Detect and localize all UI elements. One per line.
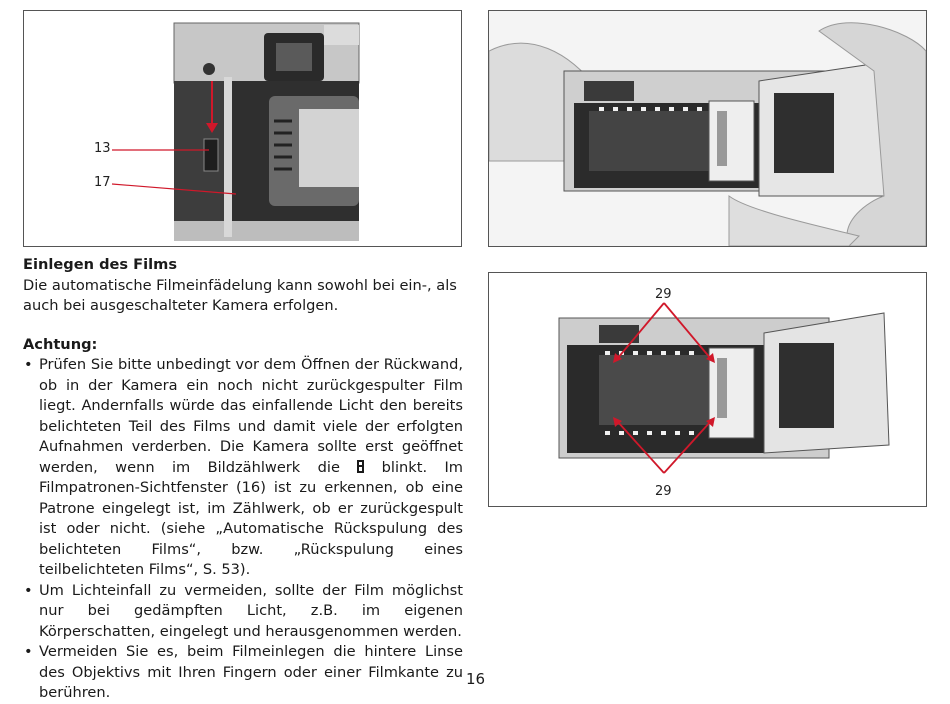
figure-film-leader-diagram: 29 29 [488, 272, 927, 507]
callout-29-top: 29 [655, 287, 672, 302]
callout-13: 13 [94, 141, 111, 156]
body-text: Einlegen des Films Die automatische Film… [23, 255, 463, 704]
film-loading-photo [489, 11, 926, 246]
section-heading: Einlegen des Films [23, 256, 178, 273]
warning-bullet-2: Um Lichteinfall zu vermeiden, sollte der… [23, 581, 463, 643]
film-leader-illustration [558, 302, 890, 474]
callout-29-bottom: 29 [655, 484, 672, 499]
intro-paragraph: Die automatische Filmeinfädelung kann so… [23, 276, 457, 315]
figure-camera-side: 13 17 [23, 10, 462, 247]
callout-17: 17 [94, 175, 111, 190]
blinking-counter-icon [357, 459, 365, 473]
bullet-1-part-b: blinkt. Im Filmpatronen-Sichtfenster (16… [39, 458, 463, 579]
page-number: 16 [466, 670, 486, 688]
warning-bullet-1: Prüfen Sie bitte unbedingt vor dem Öffne… [23, 355, 463, 581]
bullet-1-part-a: Prüfen Sie bitte unbedingt vor dem Öffne… [39, 356, 463, 476]
warning-heading: Achtung: [23, 335, 98, 353]
warning-bullet-3: Vermeiden Sie es, beim Filmeinlegen die … [23, 642, 463, 704]
camera-side-illustration [111, 22, 360, 241]
warning-list: Prüfen Sie bitte unbedingt vor dem Öffne… [23, 355, 463, 704]
figure-film-loading-photo [488, 10, 927, 247]
